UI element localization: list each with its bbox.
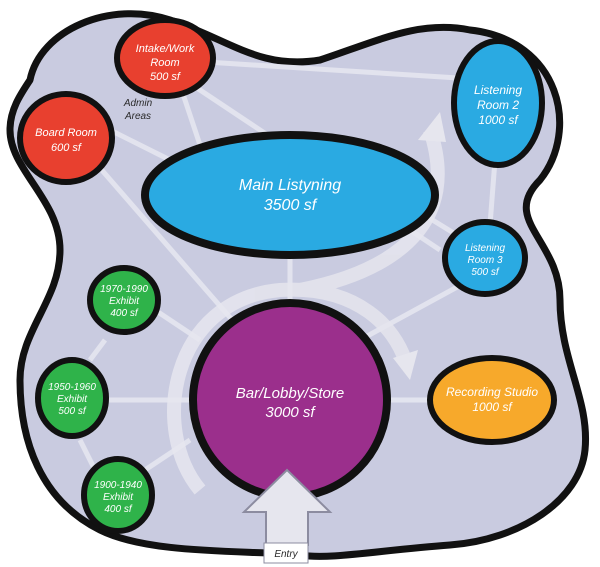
board-size: 600 sf	[51, 142, 82, 154]
exhibit1950-size: 500 sf	[58, 406, 86, 417]
circulation-arrows	[167, 127, 445, 495]
listening2-line2: Room 2	[477, 98, 519, 112]
exhibit1900-line1: 1900-1940	[94, 480, 142, 491]
exhibit1900-size: 400 sf	[104, 504, 132, 515]
room-recording-studio: Recording Studio 1000 sf	[427, 355, 557, 445]
room-exhibit-1970-1990: 1970-1990 Exhibit 400 sf	[87, 265, 161, 335]
exhibit1900-line2: Exhibit	[103, 492, 134, 503]
room-intake: Intake/Work Room 500 sf	[114, 17, 216, 99]
intake-line2: Room	[150, 57, 179, 69]
arrow-head-studio	[393, 350, 418, 380]
entry-arrow: Entry	[241, 468, 333, 564]
intake-line1: Intake/Work	[136, 43, 195, 55]
listening2-line1: Listening	[474, 83, 522, 97]
board-line1: Board Room	[35, 127, 97, 139]
room-listening-2: Listening Room 2 1000 sf	[451, 38, 545, 168]
bar-line1: Bar/Lobby/Store	[236, 385, 344, 402]
exhibit1970-line1: 1970-1990	[100, 284, 148, 295]
studio-line1: Recording Studio	[446, 385, 538, 399]
intake-size: 500 sf	[150, 71, 181, 83]
room-board: Board Room 600 sf	[17, 91, 115, 185]
entry-label: Entry	[274, 549, 298, 560]
listening3-line2: Room 3	[467, 255, 502, 266]
room-exhibit-1900-1940: 1900-1940 Exhibit 400 sf	[81, 456, 155, 534]
listening3-size: 500 sf	[471, 267, 499, 278]
admin-areas-label-2: Areas	[124, 111, 151, 122]
studio-size: 1000 sf	[472, 400, 513, 414]
exhibit1970-line2: Exhibit	[109, 296, 140, 307]
room-listening-3: Listening Room 3 500 sf	[442, 219, 528, 297]
main-size: 3500 sf	[264, 197, 318, 214]
exhibit1970-size: 400 sf	[110, 308, 138, 319]
room-bar-lobby-store: Bar/Lobby/Store 3000 sf	[189, 299, 391, 501]
main-line1: Main Listyning	[239, 177, 341, 194]
room-exhibit-1950-1960: 1950-1960 Exhibit 500 sf	[35, 357, 109, 439]
bar-size: 3000 sf	[265, 404, 316, 421]
listening3-line1: Listening	[465, 243, 505, 254]
arrow-head-listening2	[418, 112, 446, 142]
room-main-listening: Main Listyning 3500 sf	[141, 131, 439, 259]
exhibit1950-line2: Exhibit	[57, 394, 88, 405]
exhibit1950-line1: 1950-1960	[48, 382, 96, 393]
admin-areas-label-1: Admin	[123, 98, 153, 109]
listening2-size: 1000 sf	[478, 113, 519, 127]
